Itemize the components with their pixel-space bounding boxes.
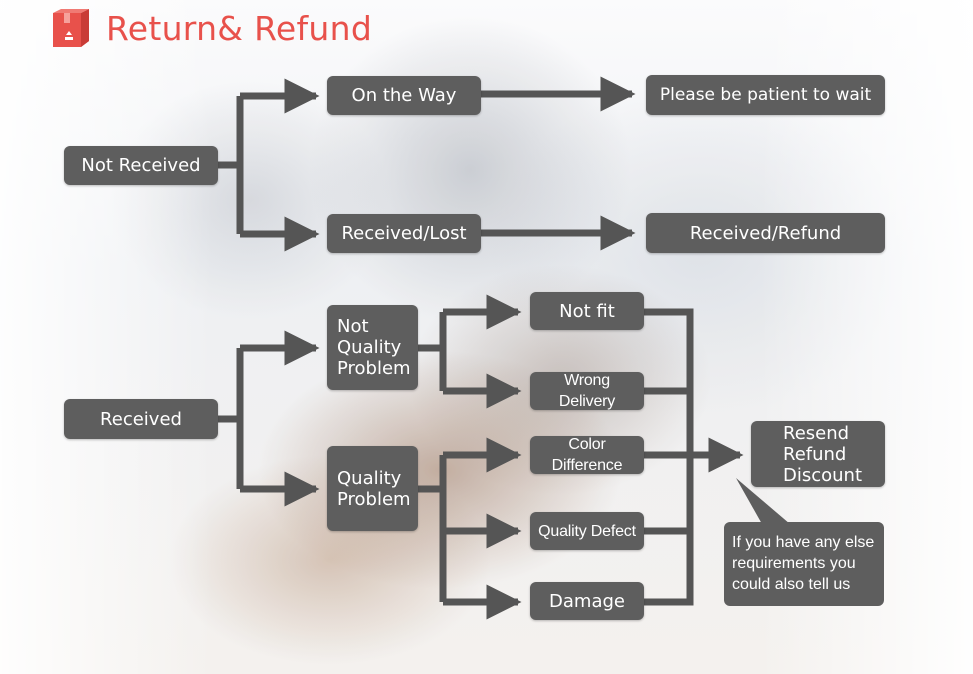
node-damage: Damage: [530, 582, 644, 620]
node-resend-refund-discount: Resend Refund Discount: [751, 421, 885, 487]
package-box-icon: [53, 9, 89, 47]
page-title: Return& Refund: [106, 8, 373, 48]
node-not-fit: Not fit: [530, 292, 644, 330]
node-wrong-delivery: Wrong Delivery: [530, 372, 644, 410]
node-quality-problem: Quality Problem: [327, 446, 418, 531]
node-color-difference: Color Difference: [530, 436, 644, 474]
node-not-quality-problem: Not Quality Problem: [327, 305, 418, 390]
node-on-the-way: On the Way: [327, 76, 481, 115]
node-not-received: Not Received: [64, 146, 218, 185]
note-additional-requirements: If you have any else requirements you co…: [724, 522, 884, 606]
page-header: Return& Refund: [50, 6, 372, 50]
note-pointer: [736, 478, 790, 524]
node-received-refund: Received/Refund: [646, 213, 885, 253]
node-received-lost: Received/Lost: [327, 214, 481, 253]
node-received: Received: [64, 399, 218, 439]
node-please-be-patient: Please be patient to wait: [646, 75, 885, 115]
node-quality-defect: Quality Defect: [530, 512, 644, 550]
